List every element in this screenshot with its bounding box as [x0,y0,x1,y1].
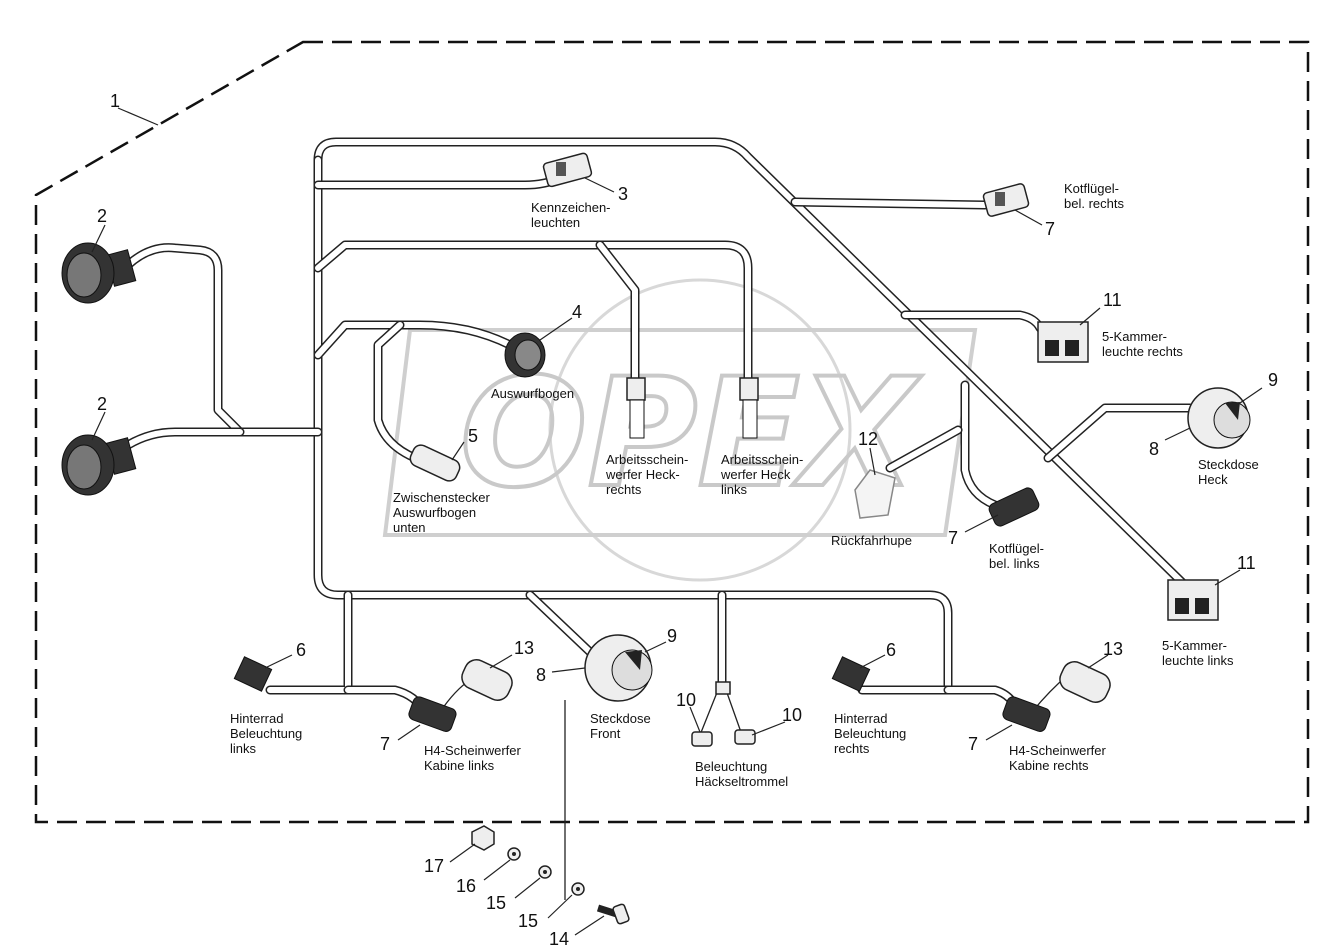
label-h4-r-1: H4-Scheinwerfer [1009,743,1106,758]
label-zwischen-3: unten [393,520,426,535]
label-h4-l-1: H4-Scheinwerfer [424,743,521,758]
callout-7d: 7 [968,734,978,754]
label-kammer-r-1: 5-Kammer- [1102,329,1167,344]
label-kotfluegel-l-2: bel. links [989,556,1040,571]
callout-11b: 11 [1237,553,1256,573]
label-hinterrad-l-2: Beleuchtung [230,726,302,741]
callout-5: 5 [468,426,478,446]
callout-8a: 8 [1149,439,1159,459]
connector-7-kotfl-l [988,487,1040,527]
callout-7a: 7 [1045,219,1055,239]
connector-11-right [1037,321,1089,363]
label-arbeit-l-3: links [721,482,748,497]
assembly-boundary [34,40,1310,824]
callout-9b: 9 [667,626,677,646]
label-steckdose-front-2: Front [590,726,621,741]
connector-7-h4-l [408,696,457,732]
label-h4-l-2: Kabine links [424,758,495,773]
callout-10b: 10 [782,705,802,725]
watermark-text: OPEX [460,347,922,521]
label-kammer-r-2: leuchte rechts [1102,344,1183,359]
round-connector-2b [61,434,137,496]
callout-15a: 15 [486,893,506,913]
callout-7b: 7 [948,528,958,548]
callout-8b: 8 [536,665,546,685]
label-beleuchtung-2: Häckseltrommel [695,774,788,789]
label-kennzeichen-2: leuchten [531,215,580,230]
callout-7c: 7 [380,734,390,754]
label-hinterrad-l-1: Hinterrad [230,711,283,726]
socket-4 [504,332,546,378]
callout-1: 1 [110,91,120,111]
callout-4: 4 [572,302,582,322]
callout-2a: 2 [97,206,107,226]
label-steckdose-heck-1: Steckdose [1198,457,1259,472]
leader-lines [91,177,1263,936]
connector-arbeit-l [739,377,759,439]
callout-6b: 6 [886,640,896,660]
connector-5 [409,444,461,482]
label-auswurfbogen: Auswurfbogen [491,386,574,401]
socket-front [584,634,653,702]
label-steckdose-front-1: Steckdose [590,711,651,726]
label-kotfluegel-r-1: Kotflügel- [1064,181,1119,196]
callout-2b: 2 [97,394,107,414]
fasteners [471,825,630,925]
round-connector-2a [61,242,137,304]
harness-cables [123,137,1200,900]
text-labels: Kennzeichen- leuchten Kotflügel- bel. re… [230,181,1259,789]
label-hinterrad-r-2: Beleuchtung [834,726,906,741]
callout-14: 14 [549,929,569,949]
callout-16: 16 [456,876,476,896]
label-steckdose-heck-2: Heck [1198,472,1228,487]
label-arbeit-r-2: werfer Heck- [605,467,680,482]
connector-arbeit-r [626,377,646,439]
label-zwischen-1: Zwischenstecker [393,490,490,505]
socket-heck [1187,387,1251,449]
callout-11a: 11 [1103,290,1122,310]
connector-7-top [982,183,1030,217]
callout-13b: 13 [1103,639,1123,659]
label-hinterrad-r-1: Hinterrad [834,711,887,726]
label-kennzeichen-1: Kennzeichen- [531,200,611,215]
label-hinterrad-l-3: links [230,741,257,756]
callout-10a: 10 [676,690,696,710]
label-arbeit-r-3: rechts [606,482,642,497]
connector-6-right [831,656,871,692]
connector-10 [691,681,756,747]
label-kotfluegel-r-2: bel. rechts [1064,196,1124,211]
label-kotfluegel-l-1: Kotflügel- [989,541,1044,556]
label-arbeit-r-1: Arbeitsschein- [606,452,688,467]
callout-13a: 13 [514,638,534,658]
lamp-13-right [1059,661,1111,703]
label-hinterrad-r-3: rechts [834,741,870,756]
horn-12 [854,469,896,519]
connector-3 [542,152,593,188]
label-arbeit-l-2: werfer Heck [720,467,791,482]
callout-15b: 15 [518,911,538,931]
opex-watermark: OPEX [382,278,978,582]
label-kammer-l-1: 5-Kammer- [1162,638,1227,653]
callout-3: 3 [618,184,628,204]
label-zwischen-2: Auswurfbogen [393,505,476,520]
callout-6a: 6 [296,640,306,660]
connector-11-left [1167,579,1219,621]
label-h4-r-2: Kabine rechts [1009,758,1089,773]
label-rueckfahrhupe: Rückfahrhupe [831,533,912,548]
callout-17: 17 [424,856,444,876]
connector-7-h4-r [1002,696,1051,732]
callout-12: 12 [858,429,878,449]
callout-numbers: 1 2 2 3 4 5 6 6 7 7 7 7 8 8 9 9 10 10 11… [97,91,1278,949]
label-beleuchtung-1: Beleuchtung [695,759,767,774]
callout-9a: 9 [1268,370,1278,390]
label-arbeit-l-1: Arbeitsschein- [721,452,803,467]
label-kammer-l-2: leuchte links [1162,653,1234,668]
lamp-13-left [461,659,513,701]
connector-6-left [233,656,273,692]
